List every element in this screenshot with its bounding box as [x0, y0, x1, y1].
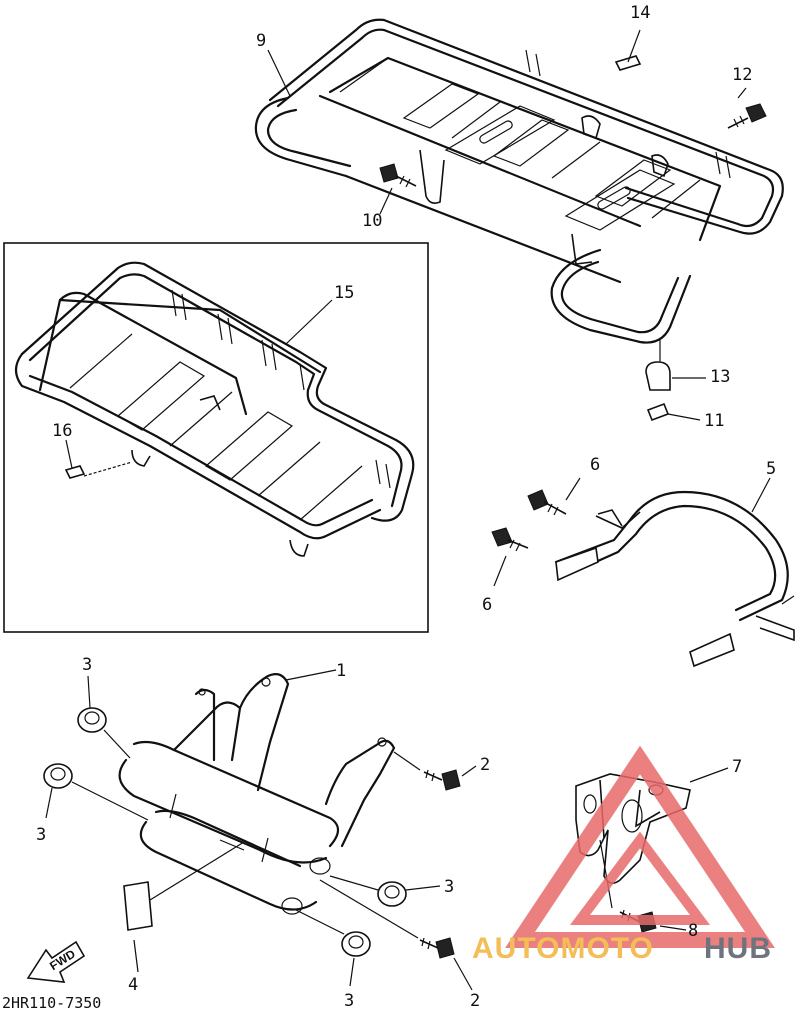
bumper-guard-1 [118, 673, 396, 915]
grommet-3a [77, 675, 131, 759]
watermark: AUTOMOTO HUB [472, 745, 775, 965]
bolt-6a [527, 477, 581, 516]
callout-3-bottom: 3 [344, 991, 354, 1011]
callout-14: 14 [630, 3, 650, 23]
callout-3-right: 3 [444, 877, 454, 897]
cap-13 [645, 340, 671, 391]
bolt-10 [379, 163, 417, 215]
callout-3-left: 3 [36, 825, 46, 845]
callout-8: 8 [688, 921, 698, 941]
inset-frame [3, 242, 429, 633]
callout-5: 5 [766, 459, 776, 479]
grommet-3b [43, 763, 149, 821]
bolt-6b [491, 527, 529, 587]
pin-11 [646, 402, 670, 422]
callout-11: 11 [704, 411, 724, 431]
callout-15: 15 [334, 283, 354, 303]
bolt-2a [393, 751, 477, 791]
callout-3-top: 3 [82, 655, 92, 675]
label-4 [123, 881, 153, 931]
callout-1: 1 [336, 661, 346, 681]
callout-7: 7 [732, 757, 742, 777]
callout-9: 9 [256, 31, 266, 51]
callout-13: 13 [710, 367, 730, 387]
callout-2-lower: 2 [470, 991, 480, 1011]
watermark-text-secondary: HUB [704, 932, 772, 965]
watermark-triangle-icon [505, 745, 775, 948]
watermark-inner-triangle-icon [570, 831, 710, 925]
callout-12: 12 [732, 65, 752, 85]
front-carrier-inset-drawing [14, 261, 415, 557]
fwd-arrow: FWD [26, 940, 86, 983]
sticker-14 [614, 55, 642, 71]
callout-4: 4 [128, 975, 138, 995]
grommet-3c [329, 875, 441, 907]
watermark-text-primary: AUTOMOTO [472, 932, 654, 965]
callout-6-upper: 6 [590, 455, 600, 475]
sticker-16 [64, 465, 86, 479]
callout-16: 16 [52, 421, 72, 441]
callout-2-upper: 2 [480, 755, 490, 775]
fwd-arrow-text: FWD [47, 947, 78, 974]
bolt-12 [727, 87, 767, 129]
grommet-3d [295, 909, 371, 987]
bolt-2b [319, 879, 473, 991]
drawing-code: 2HR110-7350 [2, 994, 101, 1012]
rear-carrier-drawing [254, 18, 784, 344]
carrier-stay-5 [554, 490, 795, 668]
callout-10: 10 [362, 211, 382, 231]
callout-6-lower: 6 [482, 595, 492, 615]
